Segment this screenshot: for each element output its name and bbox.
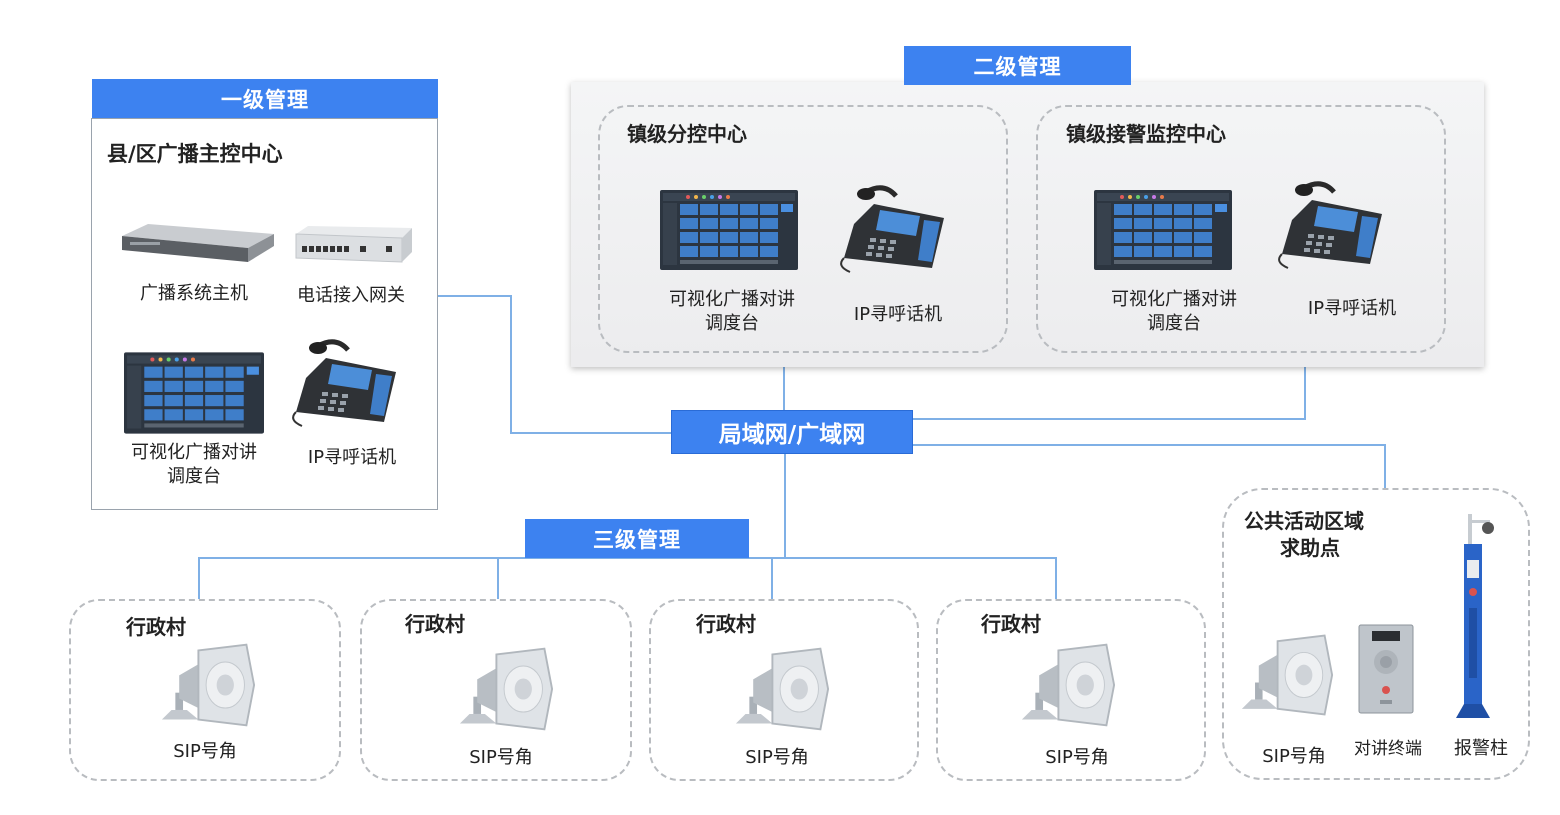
server-icon (122, 224, 274, 262)
town-console-label-line2: 调度台 (705, 313, 759, 334)
phone-gateway-label: 电话接入网关 (297, 285, 405, 306)
connector-tier2-right-h (912, 418, 1306, 420)
horn-speaker-icon (734, 647, 830, 731)
village-device-label-3: SIP号角 (745, 747, 809, 768)
village-box-2 (360, 599, 632, 781)
connector-village-3 (771, 557, 773, 599)
connector-public-h (912, 444, 1386, 446)
connector-village-4 (1055, 557, 1057, 599)
village-device-label-2: SIP号角 (469, 747, 533, 768)
alarm-post-label: 报警柱 (1454, 738, 1508, 759)
connector-tier1-v (510, 295, 512, 433)
village-box-4 (936, 599, 1206, 781)
tier1-title: 一级管理 (92, 79, 438, 119)
desk-phone-icon (836, 184, 948, 276)
village-heading-4: 行政村 (981, 612, 1041, 636)
town-center-heading: 镇级分控中心 (627, 122, 747, 146)
village-heading-2: 行政村 (405, 612, 465, 636)
connector-public-v (1384, 444, 1386, 488)
intercom-terminal-icon (1358, 624, 1414, 714)
county-control-center-panel (91, 118, 438, 510)
public-horn-label: SIP号角 (1262, 746, 1326, 767)
horn-speaker-icon (458, 647, 554, 731)
county-center-heading: 县/区广播主控中心 (107, 142, 283, 166)
horn-speaker-icon (160, 643, 256, 727)
police-console-label-line2: 调度台 (1147, 313, 1201, 334)
village-device-label-1: SIP号角 (173, 741, 237, 762)
horn-speaker-icon (1240, 634, 1334, 716)
connector-tier2-right-v (1304, 367, 1306, 419)
tier1-console-label-line2: 调度台 (167, 466, 221, 487)
town-console-label-line1: 可视化广播对讲 (669, 289, 795, 310)
connector-net-down (784, 454, 786, 558)
desk-phone-icon (288, 338, 400, 430)
village-heading-1: 行政村 (126, 615, 186, 639)
public-area-heading-line2: 求助点 (1280, 536, 1340, 560)
console-screen-icon (660, 190, 798, 270)
broadcast-host-label: 广播系统主机 (140, 283, 248, 304)
connector-tier1-to-net (510, 432, 672, 434)
intercom-label: 对讲终端 (1354, 739, 1422, 759)
connector-village-1 (198, 557, 200, 599)
connector-tier1-h (436, 295, 512, 297)
town-ip-phone-label: IP寻呼话机 (853, 304, 943, 325)
village-heading-3: 行政村 (696, 612, 756, 636)
alarm-column-icon (1456, 514, 1494, 718)
police-center-heading: 镇级接警监控中心 (1066, 122, 1226, 146)
desk-phone-icon (1274, 180, 1386, 272)
gateway-icon (295, 226, 412, 263)
horn-speaker-icon (1020, 643, 1116, 727)
console-screen-icon (1094, 190, 1232, 270)
public-area-box (1222, 488, 1530, 780)
village-box-3 (649, 599, 919, 781)
town-police-center-box (1036, 105, 1446, 353)
tier2-title: 二级管理 (904, 46, 1131, 85)
console-screen-icon (124, 352, 264, 434)
connector-village-2 (497, 557, 499, 599)
tier3-title: 三级管理 (525, 519, 749, 558)
town-control-center-box (598, 105, 1008, 353)
police-console-label-line1: 可视化广播对讲 (1111, 289, 1237, 310)
connector-tier3-bus (198, 557, 1056, 559)
village-box-1 (69, 599, 341, 781)
village-device-label-4: SIP号角 (1045, 747, 1109, 768)
tier1-console-label-line1: 可视化广播对讲 (131, 442, 257, 463)
network-node: 局域网/广域网 (671, 410, 913, 454)
connector-tier2-left (783, 367, 785, 411)
tier1-ip-phone-label: IP寻呼话机 (307, 447, 397, 468)
public-area-heading-line1: 公共活动区域 (1244, 509, 1364, 533)
police-ip-phone-label: IP寻呼话机 (1307, 298, 1397, 319)
